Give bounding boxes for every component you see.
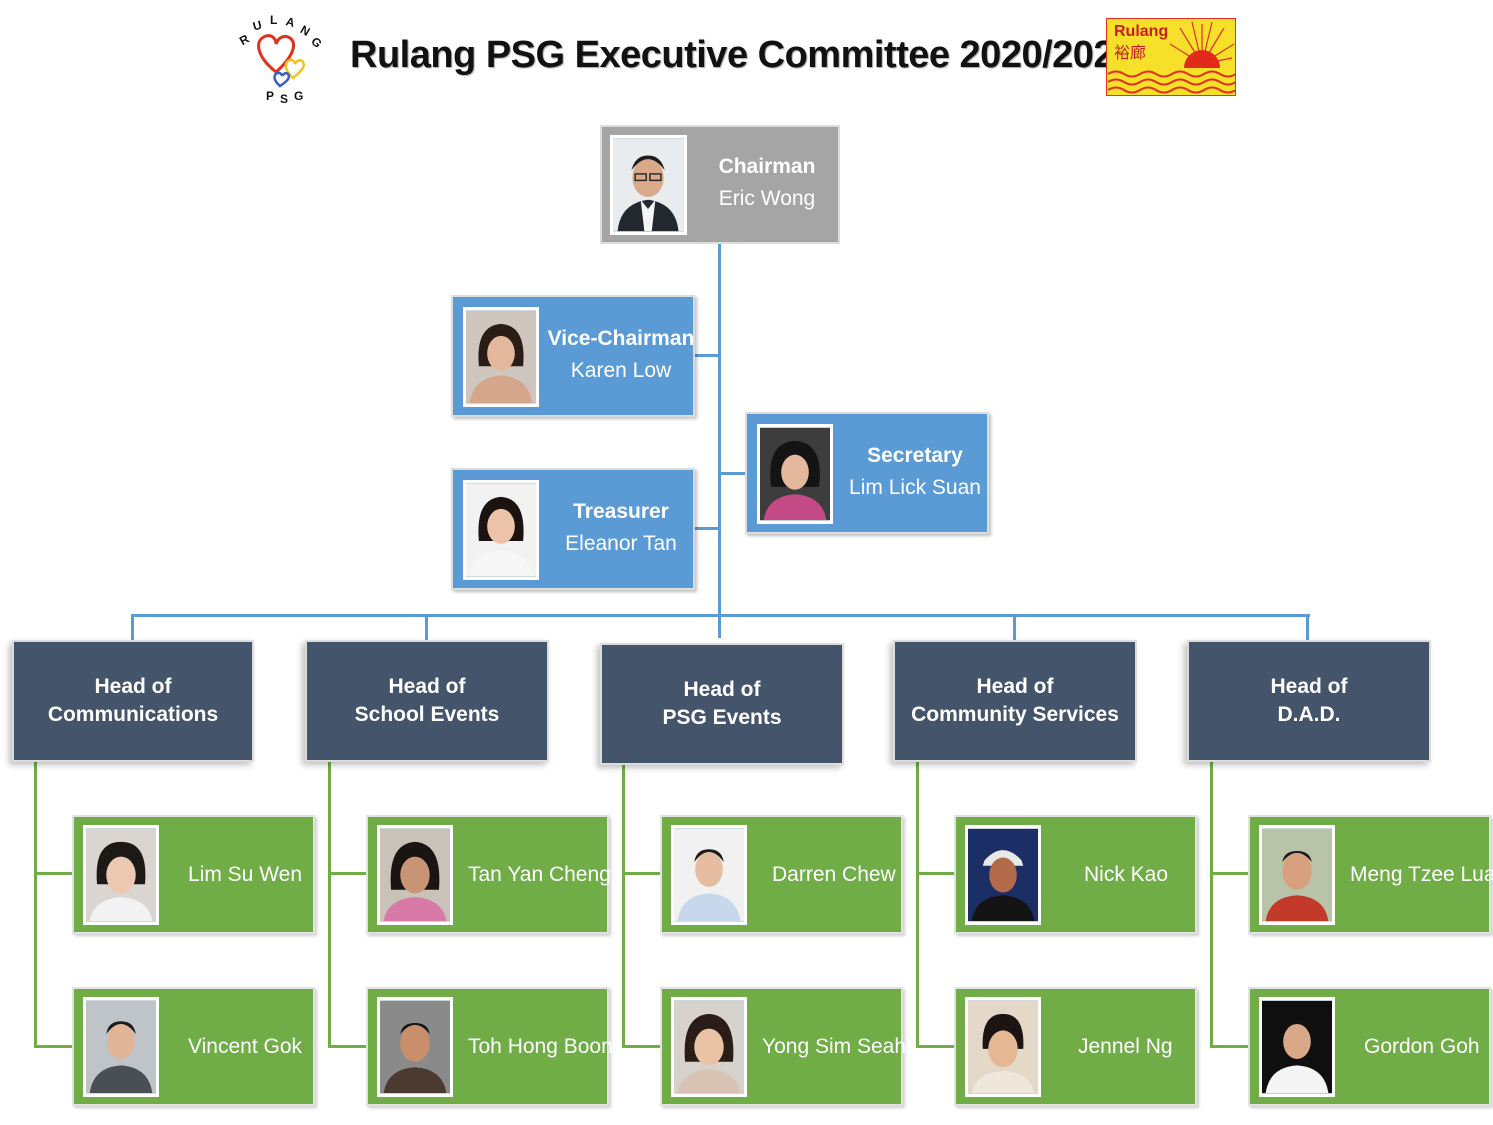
dept-5-branch-b bbox=[1210, 1045, 1248, 1048]
svg-text:U: U bbox=[251, 18, 263, 34]
member-box: Meng Tzee Luai bbox=[1248, 815, 1493, 934]
head-community-services-line1: Head of bbox=[976, 675, 1054, 698]
head-school-events-line1: Head of bbox=[388, 675, 466, 698]
dept-3-connector bbox=[622, 765, 625, 1047]
member-box: Vincent Gok bbox=[72, 987, 315, 1106]
head-community-services-line2: Community Services bbox=[911, 703, 1119, 726]
member-box: Lim Su Wen bbox=[72, 815, 315, 934]
secretary-connector bbox=[719, 472, 747, 475]
rulang-psg-heart-logo: R U L A N G P S G bbox=[236, 12, 330, 106]
treasurer-role: Treasurer bbox=[573, 500, 669, 523]
head-psg-events-box: Head of PSG Events bbox=[600, 643, 844, 765]
svg-text:G: G bbox=[294, 89, 303, 103]
dept-2-branch-a bbox=[328, 872, 366, 875]
dept-3-branch-a bbox=[622, 872, 660, 875]
head-drop-2 bbox=[425, 614, 428, 640]
head-dad-box: Head of D.A.D. bbox=[1187, 640, 1431, 762]
member-photo bbox=[83, 997, 159, 1097]
dept-1-connector bbox=[34, 762, 37, 1047]
trunk-connector bbox=[718, 242, 721, 638]
dept-4-branch-b bbox=[916, 1045, 954, 1048]
head-drop-4 bbox=[1013, 614, 1016, 640]
dept-5-branch-a bbox=[1210, 872, 1248, 875]
member-box: Nick Kao bbox=[954, 815, 1197, 934]
secretary-name: Lim Lick Suan bbox=[849, 476, 981, 499]
member-photo bbox=[671, 997, 747, 1097]
secretary-photo bbox=[757, 424, 833, 524]
right-logo-text: Rulang bbox=[1114, 23, 1168, 40]
member-name: Lim Su Wen bbox=[188, 863, 302, 886]
treasurer-box: Treasurer Eleanor Tan bbox=[451, 468, 695, 590]
member-box: Gordon Goh bbox=[1248, 987, 1491, 1106]
right-logo-chinese: 裕廊 bbox=[1114, 43, 1146, 62]
member-name: Toh Hong Boon bbox=[468, 1035, 613, 1058]
svg-text:N: N bbox=[298, 22, 313, 38]
member-photo bbox=[671, 825, 747, 925]
dept-1-branch-b bbox=[34, 1045, 72, 1048]
vice-chairman-connector bbox=[694, 354, 720, 357]
svg-text:G: G bbox=[308, 34, 325, 51]
member-name: Gordon Goh bbox=[1364, 1035, 1480, 1058]
vice-chairman-role: Vice-Chairman bbox=[547, 327, 695, 350]
svg-text:S: S bbox=[280, 92, 288, 104]
treasurer-connector bbox=[694, 527, 720, 530]
head-dad-line1: Head of bbox=[1270, 675, 1348, 698]
svg-text:R: R bbox=[237, 31, 252, 48]
page-title: Rulang PSG Executive Committee 2020/2021 bbox=[350, 34, 1135, 76]
head-school-events-box: Head of School Events bbox=[305, 640, 549, 762]
member-name: Yong Sim Seah bbox=[762, 1035, 906, 1058]
member-photo bbox=[1259, 825, 1335, 925]
dept-4-branch-a bbox=[916, 872, 954, 875]
member-box: Yong Sim Seah bbox=[660, 987, 906, 1106]
secretary-box: Secretary Lim Lick Suan bbox=[745, 412, 989, 534]
head-communications-box: Head of Communications bbox=[12, 640, 254, 762]
member-box: Tan Yan Cheng bbox=[366, 815, 611, 934]
member-name: Darren Chew bbox=[772, 863, 896, 886]
treasurer-photo bbox=[463, 480, 539, 580]
member-name: Nick Kao bbox=[1084, 863, 1169, 886]
svg-text:P: P bbox=[266, 89, 274, 103]
svg-text:L: L bbox=[270, 13, 277, 27]
member-name: Meng Tzee Luai bbox=[1350, 863, 1493, 886]
head-psg-events-line1: Head of bbox=[683, 678, 761, 701]
dept-2-branch-b bbox=[328, 1045, 366, 1048]
dept-1-branch-a bbox=[34, 872, 72, 875]
member-photo bbox=[965, 825, 1041, 925]
svg-text:A: A bbox=[284, 14, 296, 30]
member-photo bbox=[377, 825, 453, 925]
head-community-services-box: Head of Community Services bbox=[893, 640, 1137, 762]
head-communications-line2: Communications bbox=[47, 703, 219, 726]
vice-chairman-box: Vice-Chairman Karen Low bbox=[451, 295, 695, 417]
head-drop-5 bbox=[1306, 614, 1309, 640]
vice-chairman-name: Karen Low bbox=[570, 359, 672, 382]
head-psg-events-line2: PSG Events bbox=[662, 706, 782, 729]
member-box: Darren Chew bbox=[660, 815, 903, 934]
member-box: Toh Hong Boon bbox=[366, 987, 613, 1106]
secretary-role: Secretary bbox=[867, 444, 963, 467]
head-communications-line1: Head of bbox=[94, 675, 172, 698]
member-name: Jennel Ng bbox=[1078, 1035, 1173, 1058]
rulang-sun-logo: Rulang 裕廊 bbox=[1106, 18, 1237, 96]
chairman-name: Eric Wong bbox=[718, 187, 816, 210]
member-photo bbox=[377, 997, 453, 1097]
member-name: Vincent Gok bbox=[188, 1035, 303, 1058]
treasurer-name: Eleanor Tan bbox=[565, 532, 677, 555]
chairman-photo bbox=[610, 135, 687, 235]
member-photo bbox=[1259, 997, 1335, 1097]
vice-chairman-photo bbox=[463, 307, 539, 407]
dept-4-connector bbox=[916, 762, 919, 1047]
head-drop-1 bbox=[131, 614, 134, 640]
head-school-events-line2: School Events bbox=[354, 703, 500, 726]
head-dad-line2: D.A.D. bbox=[1277, 703, 1341, 726]
member-box: Jennel Ng bbox=[954, 987, 1197, 1106]
chairman-box: Chairman Eric Wong bbox=[600, 125, 840, 244]
dept-3-branch-b bbox=[622, 1045, 660, 1048]
dept-2-connector bbox=[328, 762, 331, 1047]
dept-5-connector bbox=[1210, 762, 1213, 1047]
member-photo bbox=[965, 997, 1041, 1097]
chairman-role: Chairman bbox=[718, 155, 816, 178]
member-name: Tan Yan Cheng bbox=[468, 863, 611, 886]
member-photo bbox=[83, 825, 159, 925]
heads-bus-connector bbox=[131, 614, 1310, 617]
